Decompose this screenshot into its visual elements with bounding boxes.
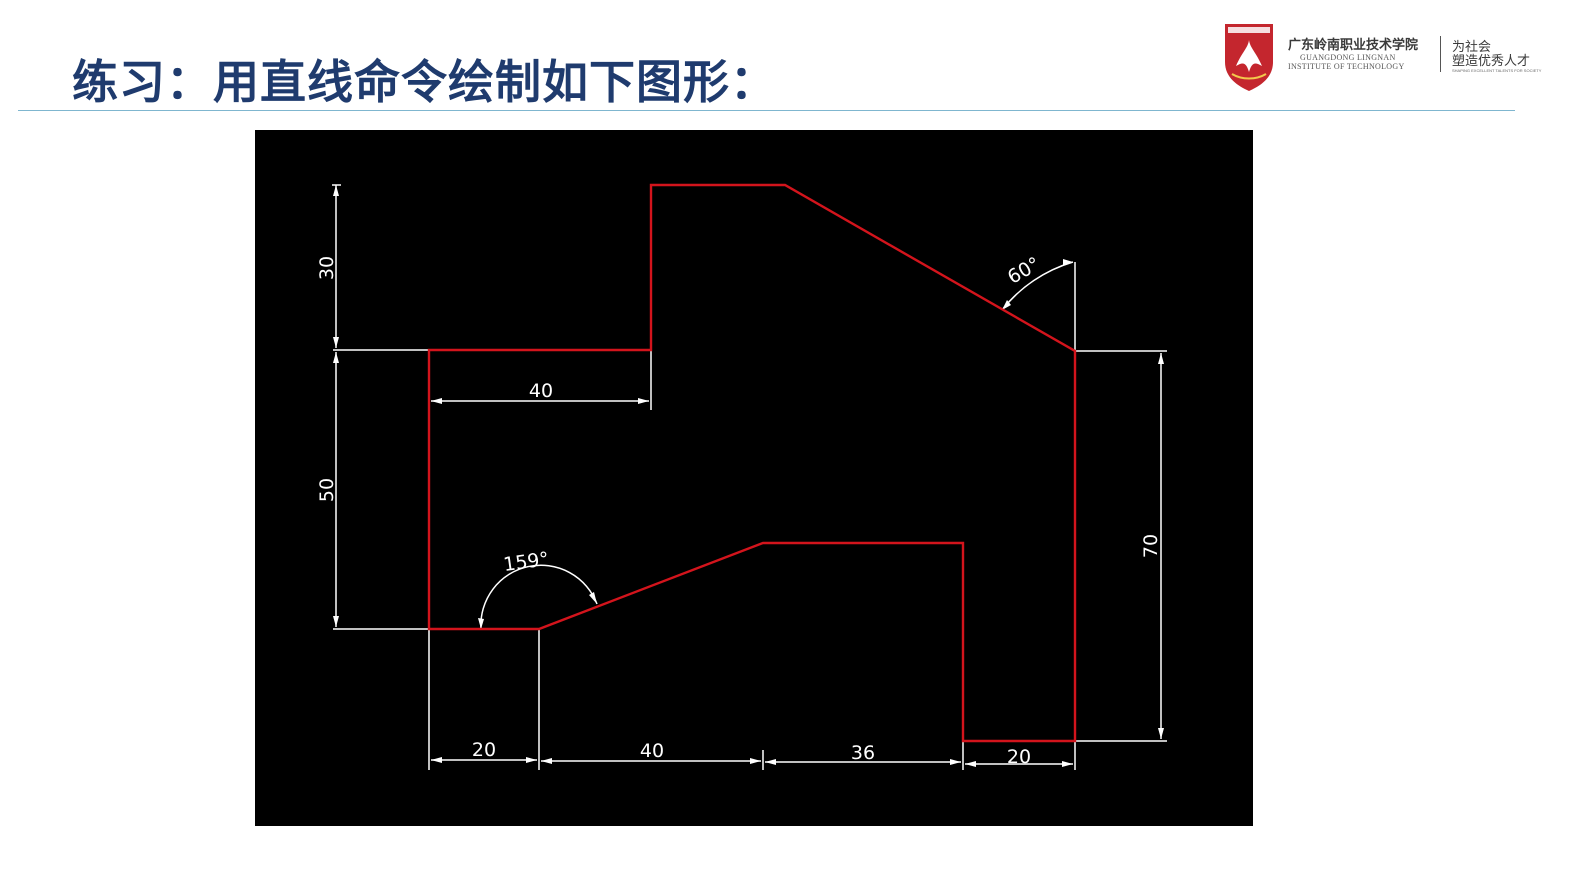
dim-bottom-w2: 40	[640, 740, 664, 762]
slogan-en: SHAPING EXCELLENT TALENTS FOR SOCIETY	[1452, 68, 1542, 73]
slide-title: 练习：用直线命令绘制如下图形：	[72, 55, 777, 109]
cad-drawing: 30 50 40 60° 70 159° 20 40 36 20	[255, 130, 1253, 826]
dim-bottom-w1: 20	[472, 739, 496, 761]
dim-right-height: 70	[1140, 534, 1162, 558]
dim-bottom-w4: 20	[1007, 746, 1031, 768]
dimension-arrows	[333, 185, 1164, 767]
slogan-line-1: 为社会	[1452, 40, 1492, 55]
dim-left-height: 50	[316, 478, 338, 502]
dim-top-height: 30	[316, 256, 338, 280]
dim-bottom-angle: 159°	[502, 548, 550, 576]
part-outline	[427, 183, 1077, 743]
slogan-line-2: 塑造优秀人才	[1452, 54, 1531, 69]
dim-right-angle: 60°	[1004, 253, 1044, 289]
logo-divider	[1440, 36, 1441, 72]
school-crest-icon	[1225, 24, 1273, 91]
school-name-en-2: INSTITUTE OF TECHNOLOGY	[1288, 62, 1405, 71]
title-divider	[18, 110, 1515, 111]
school-logo: 广东岭南职业技术学院 GUANGDONG LINGNAN INSTITUTE O…	[1222, 22, 1552, 94]
school-name-cn: 广东岭南职业技术学院	[1288, 38, 1419, 53]
cad-drawing-svg: 30 50 40 60° 70 159° 20 40 36 20	[316, 183, 1167, 770]
dim-top-width: 40	[529, 380, 553, 402]
dim-bottom-w3: 36	[851, 742, 875, 764]
extension-lines	[333, 262, 1167, 770]
school-name-en-1: GUANGDONG LINGNAN	[1300, 53, 1396, 62]
